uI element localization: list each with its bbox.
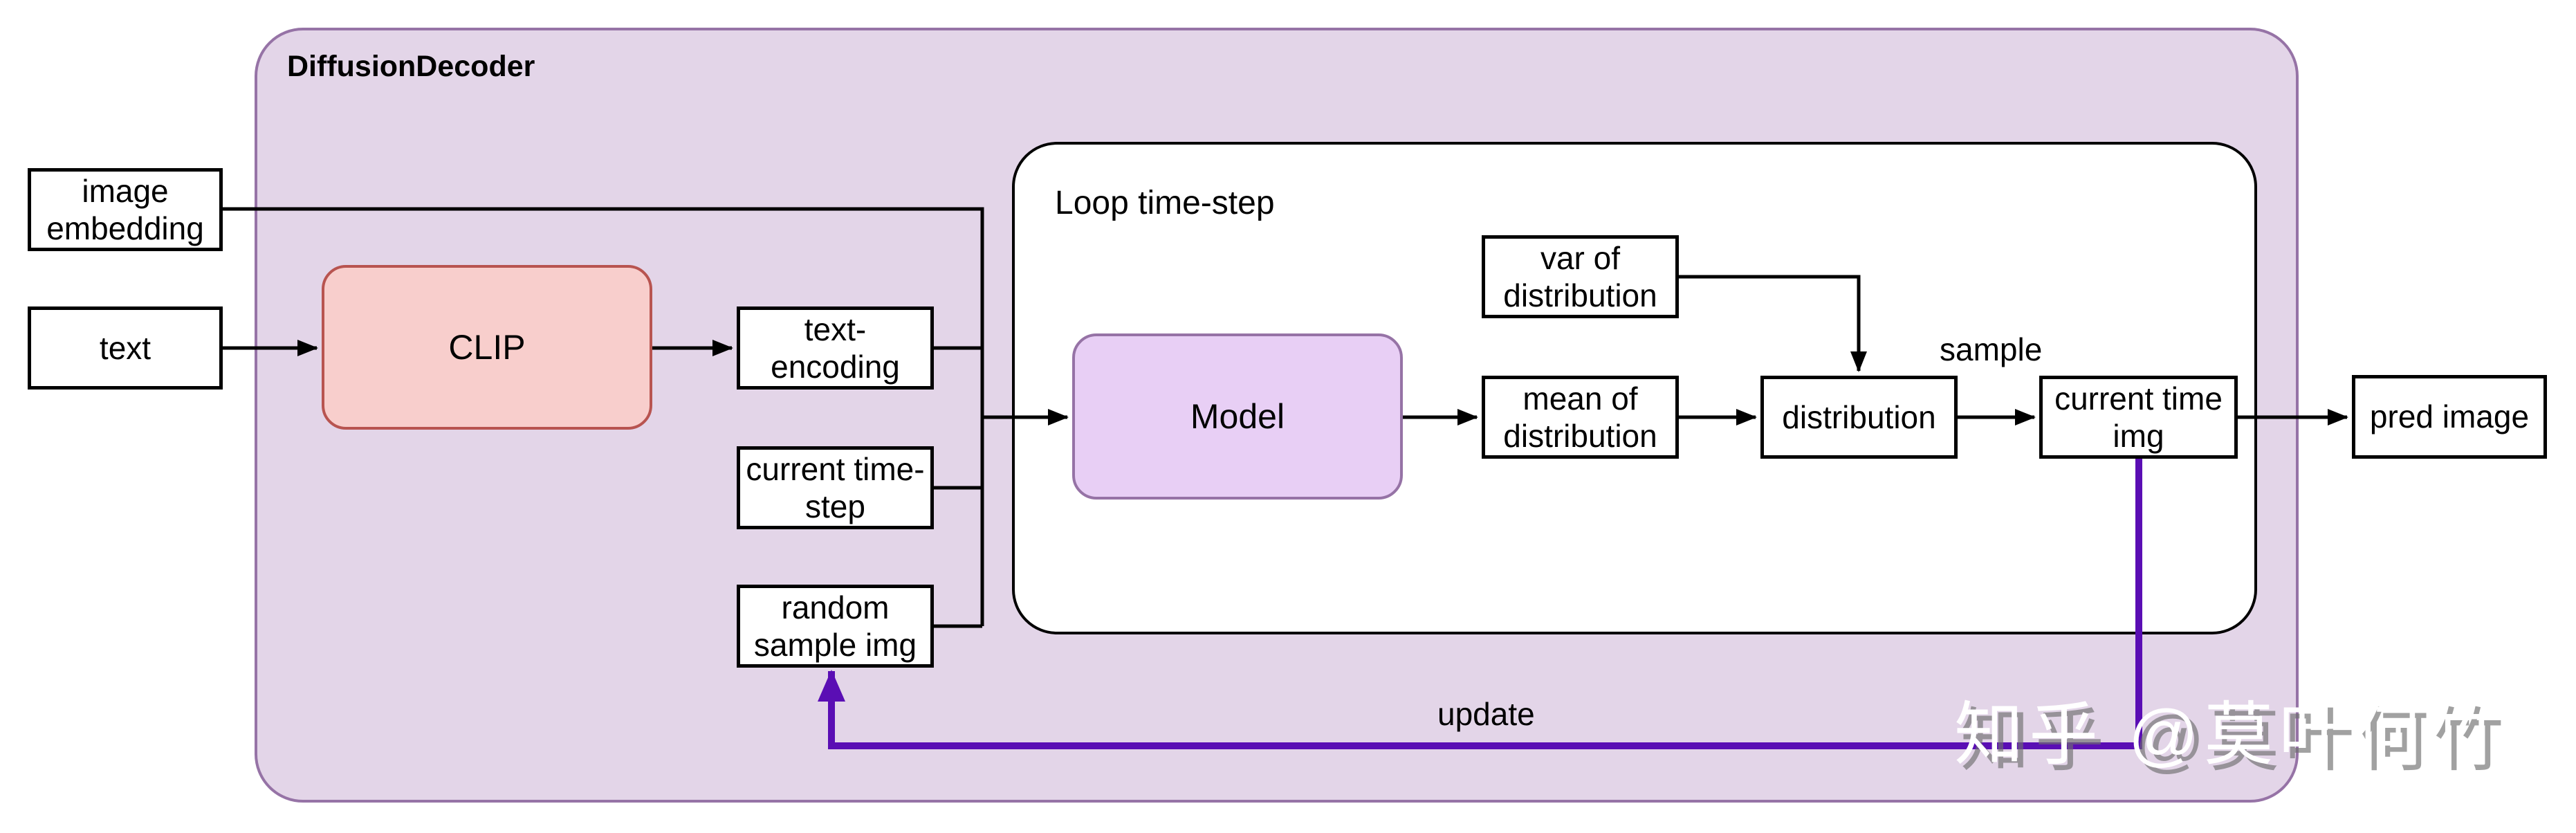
edge-update-feedback [818,459,2142,749]
loop-time-step-label: Loop time-step [1055,185,1275,221]
node-current-time-step: current time- step [737,446,934,529]
edge-label-update: update [1437,696,1535,732]
node-distribution: distribution [1760,376,1958,459]
node-text-encoding: text- encoding [737,306,934,390]
node-image-embedding: image embedding [28,168,223,251]
node-current-time-img: current time img [2039,376,2238,459]
edge-var-to-distribution [1679,275,1867,372]
node-model: Model [1072,333,1403,500]
node-var-of-distribution: var of distribution [1482,235,1679,318]
diagram-title: DiffusionDecoder [287,50,535,83]
node-pred-image: pred image [2352,375,2547,459]
edge-label-sample: sample [1940,331,2043,367]
watermark: 知乎 @莫叶何竹 [1954,696,2503,774]
node-text: text [28,306,223,390]
node-mean-of-distribution: mean of distribution [1482,376,1679,459]
node-random-sample-img: random sample img [737,585,934,668]
node-clip: CLIP [322,265,652,430]
